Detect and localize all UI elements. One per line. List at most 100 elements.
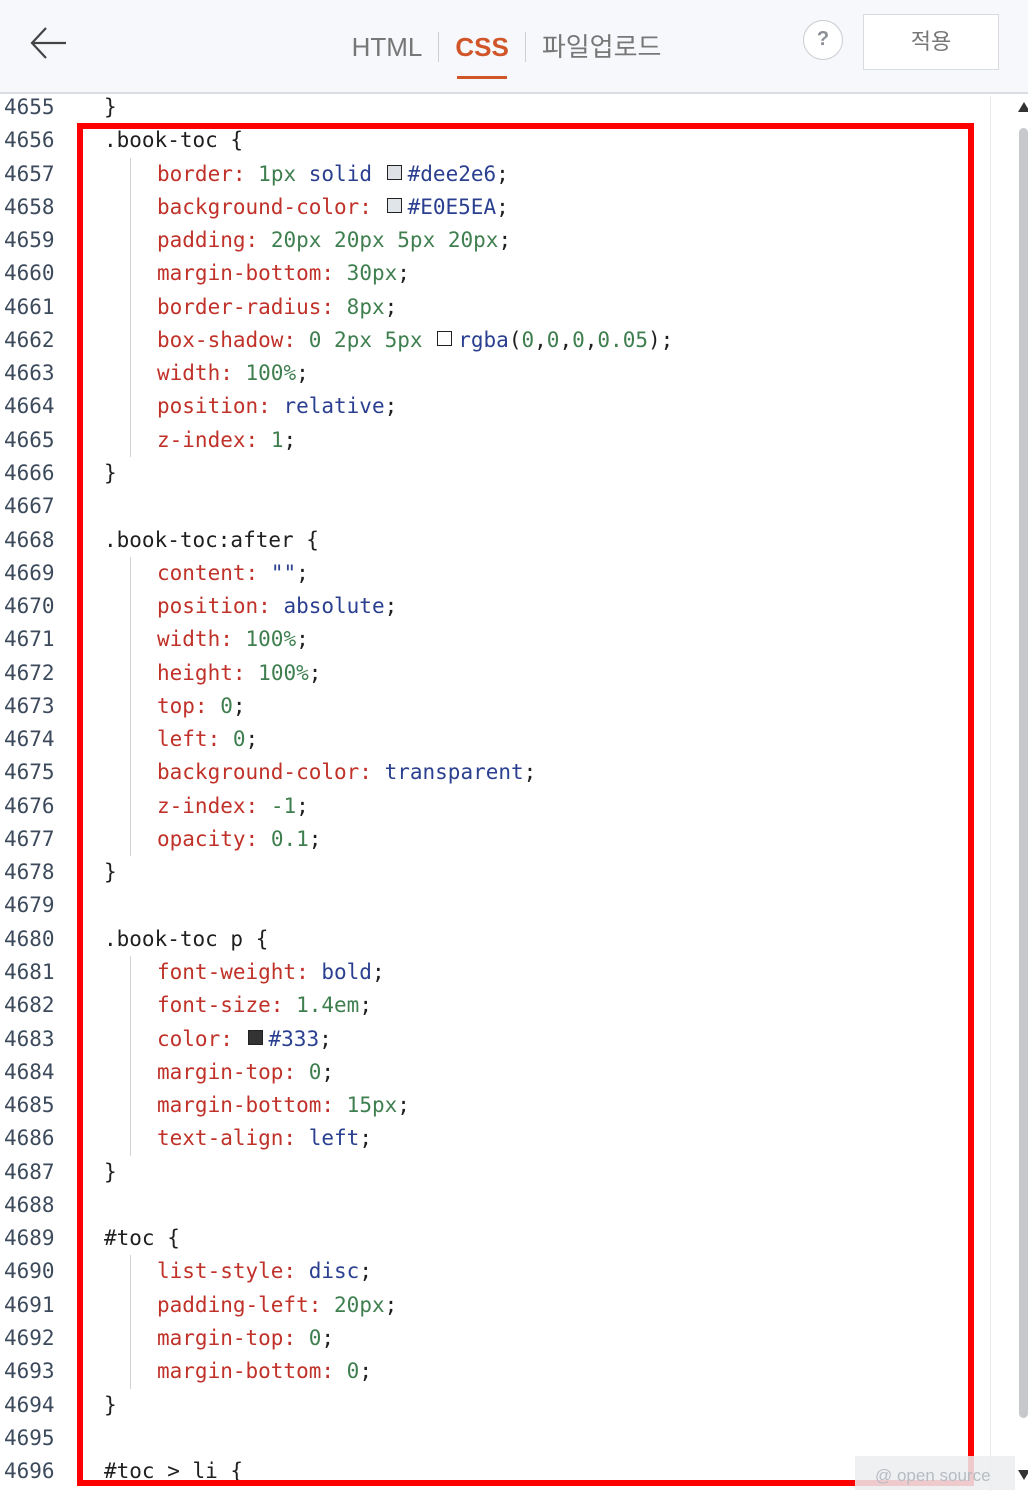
code-text: width: 100%;	[157, 627, 309, 652]
code-text: padding-left: 20px;	[157, 1292, 398, 1317]
help-button[interactable]: ?	[803, 20, 843, 60]
line-number-gutter	[0, 96, 88, 1491]
code-line[interactable]: 4695	[0, 1422, 1000, 1455]
code-text: margin-bottom: 15px;	[157, 1093, 410, 1118]
code-line[interactable]: 4696#toc > li {	[0, 1455, 1000, 1488]
line-number: 4677	[4, 826, 55, 851]
line-number: 4656	[4, 128, 55, 153]
line-number: 4686	[4, 1126, 55, 1151]
code-text: }	[104, 1159, 117, 1184]
code-line[interactable]: 4680.book-toc p {	[0, 923, 1000, 956]
line-number: 4679	[4, 893, 55, 918]
scrollbar-thumb[interactable]	[1019, 128, 1028, 1418]
code-text: margin-bottom: 0;	[157, 1359, 372, 1384]
code-line[interactable]: 4681 font-weight: bold;	[0, 956, 1000, 989]
code-line[interactable]: 4688	[0, 1189, 1000, 1222]
code-line[interactable]: 4689#toc {	[0, 1222, 1000, 1255]
line-number: 4676	[4, 793, 55, 818]
indent-guide	[130, 1255, 131, 1389]
scroll-up-arrow-icon[interactable]	[1018, 102, 1028, 112]
line-number: 4658	[4, 194, 55, 219]
code-line[interactable]: 4694}	[0, 1389, 1000, 1422]
color-swatch-icon	[386, 165, 402, 181]
code-line[interactable]: 4677 opacity: 0.1;	[0, 823, 1000, 856]
tab-css[interactable]: CSS	[439, 17, 524, 79]
code-line[interactable]: 4678}	[0, 856, 1000, 889]
back-button[interactable]	[28, 22, 70, 64]
code-text: box-shadow: 0 2px 5px rgba(0,0,0,0.05);	[157, 327, 674, 352]
line-number: 4673	[4, 693, 55, 718]
code-line[interactable]: 4687}	[0, 1156, 1000, 1189]
code-text: opacity: 0.1;	[157, 826, 322, 851]
line-number: 4687	[4, 1159, 55, 1184]
color-swatch-icon	[247, 1030, 263, 1046]
line-number: 4655	[4, 96, 55, 119]
code-text: left: 0;	[157, 727, 259, 752]
print-margin-line	[990, 96, 991, 1491]
code-text: content: "";	[157, 560, 309, 585]
line-number: 4670	[4, 594, 55, 619]
code-text: }	[104, 96, 117, 119]
code-line[interactable]: 4655}	[0, 96, 1000, 124]
code-line[interactable]: 4670 position: absolute;	[0, 590, 1000, 623]
scroll-down-arrow-icon[interactable]	[1018, 1470, 1028, 1480]
code-line[interactable]: 4668.book-toc:after {	[0, 524, 1000, 557]
code-text: z-index: 1;	[157, 427, 297, 452]
color-swatch-icon	[386, 198, 402, 214]
code-line[interactable]: 4662 box-shadow: 0 2px 5px rgba(0,0,0,0.0…	[0, 324, 1000, 357]
indent-guide	[130, 956, 131, 1156]
code-line[interactable]: 4656.book-toc {	[0, 124, 1000, 157]
line-number: 4684	[4, 1059, 55, 1084]
apply-button[interactable]: 적용	[863, 14, 999, 70]
code-text: padding: 20px 20px 5px 20px;	[157, 228, 512, 253]
code-text: height: 100%;	[157, 660, 322, 685]
line-number: 4662	[4, 327, 55, 352]
watermark: @ open source	[855, 1456, 1015, 1490]
tab-bar: HTML CSS 파일업로드	[0, 0, 1028, 94]
help-icon: ?	[816, 28, 830, 50]
line-number: 4661	[4, 294, 55, 319]
line-number: 4664	[4, 394, 55, 419]
code-line[interactable]: 4672 height: 100%;	[0, 657, 1000, 690]
code-text: width: 100%;	[157, 361, 309, 386]
code-text: .book-toc p {	[104, 926, 269, 951]
code-text: position: absolute;	[157, 594, 398, 619]
code-line[interactable]: 4679	[0, 889, 1000, 922]
line-number: 4688	[4, 1192, 55, 1217]
code-text: font-weight: bold;	[157, 960, 385, 985]
line-number: 4695	[4, 1425, 55, 1450]
line-number: 4666	[4, 460, 55, 485]
code-text: margin-top: 0;	[157, 1325, 335, 1350]
line-number: 4681	[4, 960, 55, 985]
code-line[interactable]: 4667	[0, 490, 1000, 523]
tab-html[interactable]: HTML	[351, 32, 423, 62]
tab-파일업로드[interactable]: 파일업로드	[541, 32, 662, 62]
line-number: 4672	[4, 660, 55, 685]
code-text: color: #333;	[157, 1026, 332, 1051]
code-line[interactable]: 4666}	[0, 457, 1000, 490]
